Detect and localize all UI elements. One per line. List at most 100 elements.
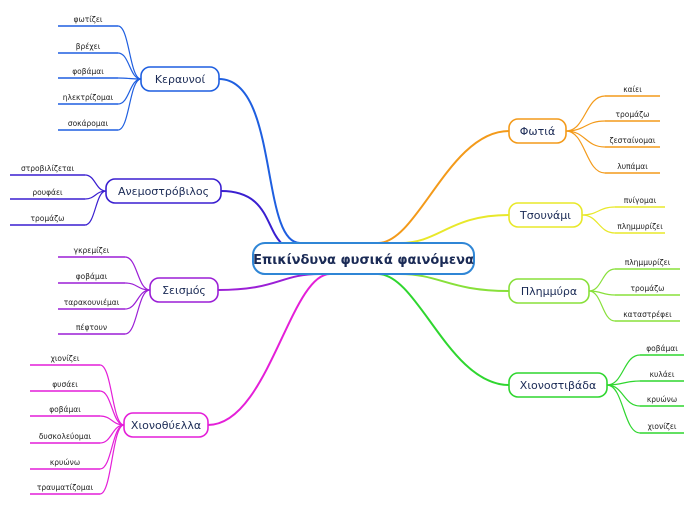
leaf-connector xyxy=(117,78,142,105)
leaf-connector xyxy=(124,256,151,291)
leaf-item[interactable]: χιονίζει xyxy=(30,354,125,426)
leaf-connector xyxy=(99,424,125,495)
leaf-connector xyxy=(99,390,125,426)
leaf-connector xyxy=(565,95,606,132)
leaf-connector xyxy=(124,289,151,335)
leaf-connector xyxy=(581,214,616,234)
leaf-label: ταρακουνιέμαι xyxy=(64,298,120,307)
leaf-item[interactable]: τρομάζω xyxy=(10,190,107,226)
leaf-item[interactable]: φυσάει xyxy=(30,380,125,426)
leaf-item[interactable]: τρομάζω xyxy=(565,110,660,132)
leaf-label: δυσκολεύομαι xyxy=(39,432,92,441)
leaf-item[interactable]: πέφτουν xyxy=(58,289,151,335)
leaf-item[interactable]: πλημμυρίζει xyxy=(588,258,680,292)
leaf-item[interactable]: δυσκολεύομαι xyxy=(30,424,125,444)
leaf-label: γκρεμίζει xyxy=(74,246,110,255)
leaf-label: καίει xyxy=(623,85,642,94)
leaf-connector xyxy=(565,130,606,148)
branch-label-anemostrovilos: Ανεμοστρόβιλος xyxy=(118,185,209,198)
leaf-item[interactable]: φοβάμαι xyxy=(58,272,151,291)
branch-label-tsounami: Τσουνάμι xyxy=(519,209,571,222)
leaf-label: πνίγομαι xyxy=(624,196,657,205)
connector-seismos xyxy=(217,273,321,291)
leaf-item[interactable]: ηλεκτρίζομαι xyxy=(58,78,142,105)
leaf-item[interactable]: γκρεμίζει xyxy=(58,246,151,291)
central-topic-box xyxy=(252,242,475,275)
leaf-label: φοβάμαι xyxy=(76,272,108,281)
leaf-item[interactable]: στροβιλίζεται xyxy=(10,164,107,192)
leaf-label: ζεσταίνομαι xyxy=(610,136,656,145)
leaf-item[interactable]: ρουφάει xyxy=(10,188,107,200)
leaf-label: στροβιλίζεται xyxy=(21,164,75,173)
branch-label-xionothyella: Χιονοθύελλα xyxy=(131,419,201,432)
leaf-connector xyxy=(565,130,606,174)
leaf-item[interactable]: φοβάμαι xyxy=(58,67,142,80)
central-topic-label: Επικίνδυνα φυσικά φαινόμενα xyxy=(253,253,474,268)
leaf-item[interactable]: τραυματίζομαι xyxy=(30,424,125,495)
branch-seismos[interactable]: Σεισμός γκρεμίζει φοβάμαι ταρακουνιέμαι πέφτ… xyxy=(58,246,219,335)
leaf-item[interactable]: ταρακουνιέμαι xyxy=(58,289,151,310)
leaf-item[interactable]: πλημμυρίζει xyxy=(581,214,665,234)
connector-plimmyra xyxy=(399,273,510,292)
branch-fotia[interactable]: Φωτιά καίει τρομάζω ζεσταίνομαι λυπάμαι xyxy=(508,85,660,174)
leaf-label: φωτίζει xyxy=(74,15,103,24)
branch-label-keraunoi: Κεραυνοί xyxy=(155,73,206,86)
leaf-label: σοκάρομαι xyxy=(68,119,109,128)
branch-xionothyella[interactable]: Χιονοθύελλα χιονίζει φυσάει φοβάμαι δυσκολεύ… xyxy=(30,354,209,495)
leaf-label: βρέχει xyxy=(76,42,101,51)
leaf-connector xyxy=(117,25,142,80)
leaf-item[interactable]: λυπάμαι xyxy=(565,130,660,174)
leaf-item[interactable]: φωτίζει xyxy=(58,15,142,80)
leaf-label: φοβάμαι xyxy=(72,67,104,76)
leaf-connector xyxy=(588,268,616,292)
connector-xionothyella xyxy=(207,273,331,426)
leaf-connector xyxy=(606,384,641,434)
leaf-connector xyxy=(117,52,142,80)
leaf-connector xyxy=(581,206,616,216)
leaf-item[interactable]: καταστρέφει xyxy=(588,290,680,322)
leaf-connector xyxy=(606,384,641,407)
leaf-connector xyxy=(606,354,641,386)
leaf-label: φοβάμαι xyxy=(49,405,81,414)
leaf-item[interactable]: τρομάζω xyxy=(588,284,680,296)
leaf-item[interactable]: βρέχει xyxy=(58,42,142,80)
leaf-item[interactable]: χιονίζει xyxy=(606,384,684,434)
branch-label-fotia: Φωτιά xyxy=(520,125,555,138)
leaf-label: χιονίζει xyxy=(51,354,80,363)
leaf-label: κυλάει xyxy=(650,370,675,379)
leaf-item[interactable]: πνίγομαι xyxy=(581,196,665,216)
branches: Κεραυνοί φωτίζει βρέχει φοβάμαι ηλεκτρίζομαι… xyxy=(10,15,684,495)
leaf-connector xyxy=(606,380,641,386)
branch-plimmyra[interactable]: Πλημμύρα πλημμυρίζει τρομάζω καταστρέφει xyxy=(508,258,680,322)
leaf-label: κρυώνω xyxy=(50,458,80,467)
leaf-label: τραυματίζομαι xyxy=(37,483,94,492)
connector-fotia xyxy=(377,130,510,244)
leaf-label: τρομάζω xyxy=(31,214,65,223)
central-topic[interactable]: Επικίνδυνα φυσικά φαινόμενα xyxy=(252,242,475,275)
branch-keraunoi[interactable]: Κεραυνοί φωτίζει βρέχει φοβάμαι ηλεκτρίζομαι… xyxy=(58,15,220,131)
leaf-item[interactable]: φοβάμαι xyxy=(30,405,125,426)
leaf-label: τρομάζω xyxy=(616,110,650,119)
branch-label-plimmyra: Πλημμύρα xyxy=(521,285,577,298)
leaf-label: πλημμυρίζει xyxy=(625,258,671,267)
leaf-item[interactable]: ζεσταίνομαι xyxy=(565,130,660,148)
branch-anemostrovilos[interactable]: Ανεμοστρόβιλος στροβιλίζεται ρουφάει τρομάζ… xyxy=(10,164,222,226)
leaf-label: ηλεκτρίζομαι xyxy=(63,93,114,102)
leaf-label: φυσάει xyxy=(52,380,78,389)
leaf-label: ρουφάει xyxy=(32,188,63,197)
leaf-item[interactable]: καίει xyxy=(565,85,660,132)
connector-anemostrovilos xyxy=(220,190,301,251)
branch-tsounami[interactable]: Τσουνάμι πνίγομαι πλημμυρίζει xyxy=(508,196,665,234)
leaf-item[interactable]: σοκάρομαι xyxy=(58,78,142,131)
leaf-connector xyxy=(84,190,107,226)
leaf-label: καταστρέφει xyxy=(623,310,672,319)
branch-label-seismos: Σεισμός xyxy=(162,284,206,297)
leaf-item[interactable]: φοβάμαι xyxy=(606,344,684,386)
leaf-label: τρομάζω xyxy=(631,284,665,293)
leaf-label: λυπάμαι xyxy=(617,162,648,171)
leaf-connector xyxy=(124,289,151,310)
leaf-label: πέφτουν xyxy=(76,323,107,332)
leaf-label: κρυώνω xyxy=(647,395,677,404)
